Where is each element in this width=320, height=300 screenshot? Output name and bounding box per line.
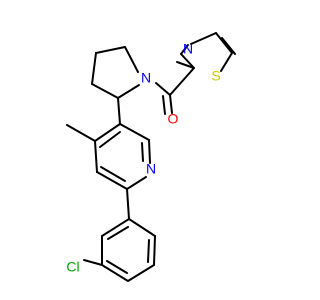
bond bbox=[126, 188, 130, 220]
bond bbox=[119, 123, 150, 141]
bond bbox=[141, 142, 144, 162]
bond bbox=[117, 84, 140, 99]
bond bbox=[162, 95, 166, 115]
bond bbox=[100, 166, 126, 182]
bond bbox=[190, 32, 217, 45]
bond bbox=[96, 171, 128, 190]
molecule-diagram: N N S O N Cl bbox=[66, 32, 236, 282]
atom-label: Cl bbox=[66, 259, 79, 275]
bond bbox=[101, 264, 129, 282]
bond bbox=[94, 140, 98, 173]
bond bbox=[83, 259, 103, 266]
bond bbox=[91, 83, 119, 99]
bond bbox=[66, 124, 96, 142]
bond bbox=[180, 44, 189, 55]
bond bbox=[124, 46, 139, 73]
bonds bbox=[66, 32, 236, 282]
atom-label: N bbox=[146, 161, 156, 177]
bond bbox=[215, 32, 233, 54]
bond bbox=[94, 123, 121, 142]
bond bbox=[128, 218, 156, 237]
bond bbox=[106, 260, 128, 274]
atom-n-thiazole: N bbox=[183, 41, 193, 57]
bond bbox=[147, 239, 150, 263]
atom-label: N bbox=[183, 41, 193, 57]
bond bbox=[169, 67, 195, 96]
atom-label: N bbox=[141, 70, 151, 86]
atom-label: S bbox=[211, 68, 220, 84]
atom-label: O bbox=[168, 111, 179, 127]
bond bbox=[127, 264, 155, 282]
bond bbox=[176, 61, 195, 69]
bond bbox=[180, 53, 195, 69]
bond bbox=[153, 235, 156, 266]
bond bbox=[155, 82, 171, 96]
structure-svg: N N S O N Cl bbox=[66, 32, 236, 282]
atom-s-thiazole: S bbox=[211, 68, 220, 84]
atom-n-pyrrolidine: N bbox=[141, 70, 151, 86]
bond bbox=[126, 176, 147, 190]
atom-labels: N N S O N Cl bbox=[66, 41, 220, 275]
bond bbox=[169, 94, 173, 114]
atom-o-carbonyl: O bbox=[168, 111, 179, 127]
bond bbox=[117, 97, 121, 125]
bond bbox=[107, 226, 129, 240]
atom-n-pyridine: N bbox=[146, 161, 156, 177]
bond bbox=[101, 218, 130, 237]
bond bbox=[148, 139, 151, 164]
bond bbox=[99, 131, 121, 148]
bond bbox=[91, 52, 97, 85]
atom-cl: Cl bbox=[66, 259, 79, 275]
bond bbox=[95, 46, 126, 54]
bond bbox=[221, 37, 236, 55]
bond bbox=[220, 52, 233, 72]
